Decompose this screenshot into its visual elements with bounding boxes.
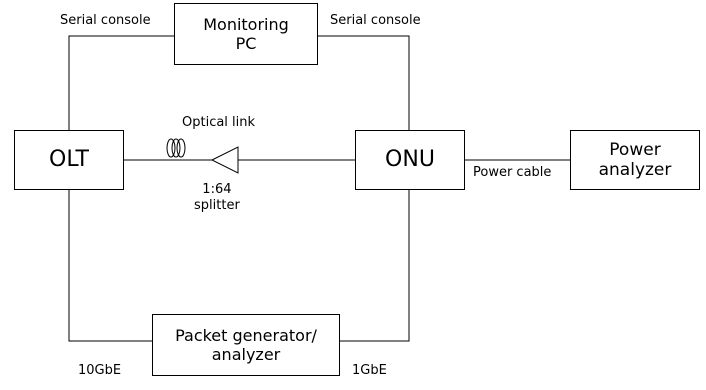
tengbe-label: 10GbE [78, 363, 122, 378]
power-cable-label: Power cable [473, 165, 552, 180]
packet-generator-box: Packet generator/ analyzer [152, 314, 340, 376]
power-analyzer-label: Power analyzer [598, 139, 672, 180]
fiber-coil-icon [166, 138, 186, 158]
optical-link-label: Optical link [182, 115, 256, 130]
splitter-label: 1:64 splitter [194, 182, 240, 214]
packet-generator-label: Packet generator/ analyzer [175, 325, 317, 364]
onu-label: ONU [385, 146, 435, 172]
onegbe-label: 1GbE [352, 363, 387, 378]
serial-console-label-left: Serial console [60, 13, 151, 28]
monitoring-pc-box: Monitoring PC [174, 3, 318, 65]
splitter-triangle-icon [210, 146, 239, 174]
tengbe-line [68, 189, 152, 342]
serial-console-line-right [318, 35, 410, 130]
olt-label: OLT [49, 146, 89, 172]
onu-box: ONU [355, 130, 465, 190]
serial-console-label-right: Serial console [330, 13, 421, 28]
olt-box: OLT [14, 130, 124, 190]
power-analyzer-box: Power analyzer [570, 130, 700, 190]
serial-console-line-left [68, 35, 174, 130]
monitoring-pc-label: Monitoring PC [203, 14, 289, 53]
onegbe-line [339, 189, 410, 342]
